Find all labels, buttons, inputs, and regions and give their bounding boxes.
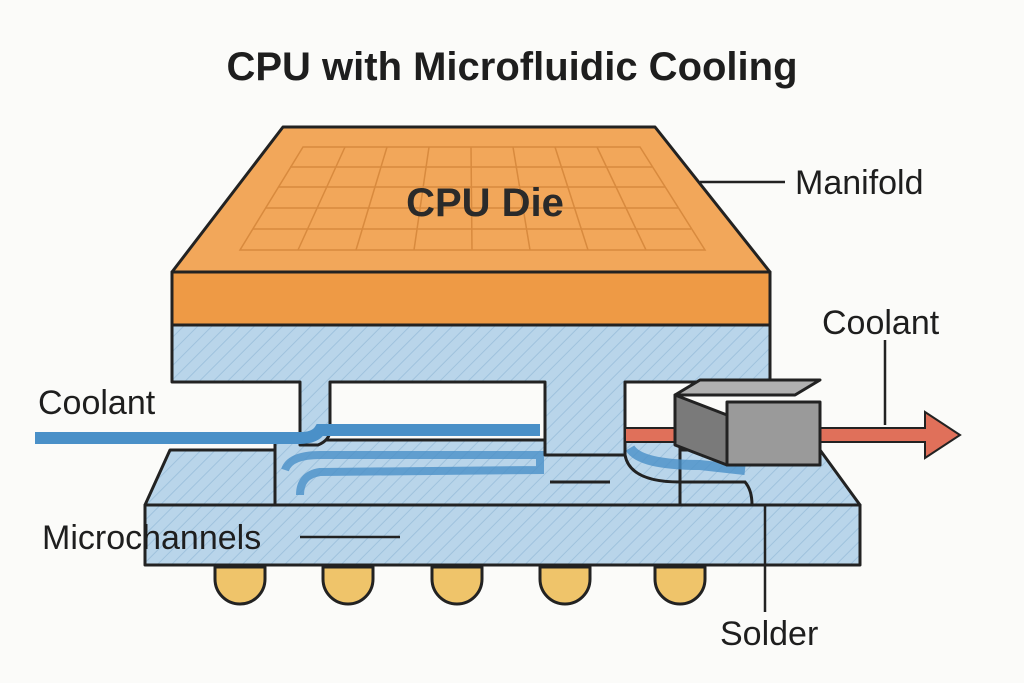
manifold-label: Manifold bbox=[795, 164, 924, 202]
microchannels-label: Microchannels bbox=[42, 519, 261, 557]
solder-bumps bbox=[213, 565, 707, 606]
outlet-block bbox=[673, 378, 822, 467]
solder-bump bbox=[213, 565, 267, 606]
cpu-die: CPU Die bbox=[170, 125, 772, 327]
coolant-out-label: Coolant bbox=[822, 304, 940, 342]
solder-bump bbox=[321, 565, 375, 606]
solder-bump bbox=[653, 565, 707, 606]
coolant-in-label: Coolant bbox=[38, 384, 156, 422]
diagram-title: CPU with Microfluidic Cooling bbox=[226, 45, 797, 89]
solder-bump bbox=[430, 565, 484, 606]
microchannel-region bbox=[273, 438, 754, 507]
cpu-die-label: CPU Die bbox=[406, 181, 564, 225]
coolant-inlet bbox=[35, 424, 540, 444]
solder-label: Solder bbox=[720, 615, 818, 653]
solder-bump bbox=[538, 565, 592, 606]
